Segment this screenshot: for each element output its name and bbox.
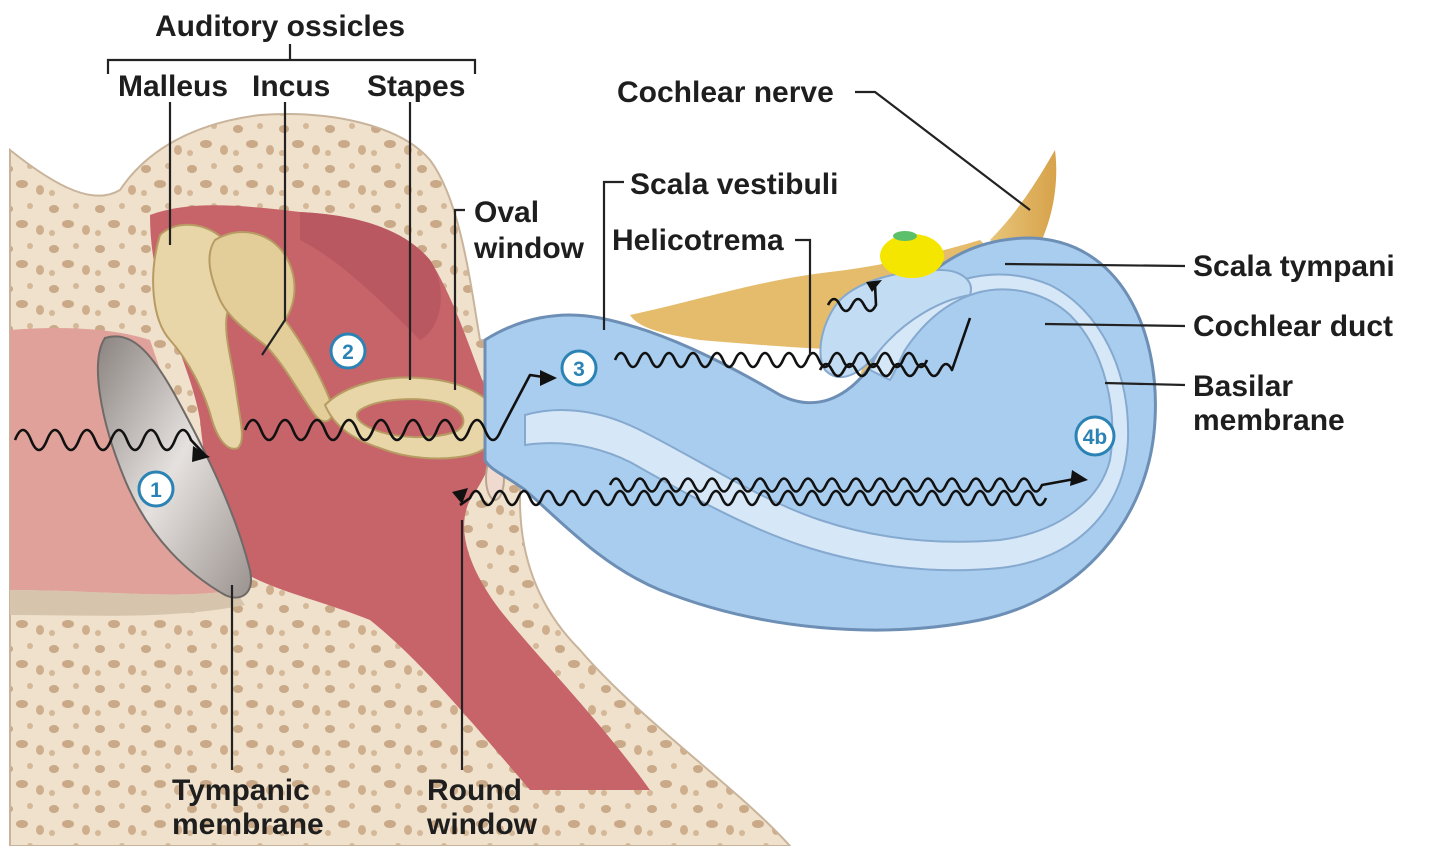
svg-text:2: 2 <box>342 341 354 364</box>
label-malleus: Malleus <box>118 70 228 103</box>
sound-wave-apex-arrow <box>866 280 882 292</box>
highlight-marker-edge <box>893 231 917 241</box>
label-scala-tympani: Scala tympani <box>1193 250 1395 283</box>
ossicles-bracket <box>106 44 477 74</box>
label-auditory-ossicles: Auditory ossicles <box>155 10 405 43</box>
highlight-marker <box>880 234 944 278</box>
label-round-window-line2: window <box>426 808 538 841</box>
label-oval-window-line1: Oval <box>474 196 539 229</box>
step-badge-3: 3 <box>560 349 598 387</box>
sound-wave-duct <box>608 476 1081 493</box>
label-tympanic-membrane-line1: Tympanic <box>172 774 310 807</box>
sound-wave-tympani-arrow <box>452 488 468 504</box>
label-round-window-line1: Round <box>427 774 522 807</box>
middle-ear-shadow <box>300 212 441 340</box>
label-stapes: Stapes <box>367 70 465 103</box>
sound-wave-outer-arrow <box>192 446 210 462</box>
helicotrema-leader <box>795 238 812 355</box>
cochlear-nerve-leader <box>855 90 1031 211</box>
label-cochlear-duct: Cochlear duct <box>1193 310 1393 343</box>
label-helicotrema: Helicotrema <box>612 224 784 257</box>
scala-tympani-leader <box>1004 262 1186 268</box>
incus-leader <box>261 102 287 356</box>
oval-window-leader <box>453 208 465 390</box>
cochlear-duct-shape <box>524 273 1130 572</box>
svg-text:4b: 4b <box>1083 426 1108 449</box>
label-scala-vestibuli: Scala vestibuli <box>630 168 838 201</box>
cochlear-duct-leader <box>1044 322 1186 328</box>
tympanic-membrane-shape <box>96 335 252 599</box>
cochlea-outer <box>483 236 1157 632</box>
ear-canal-lower-wall <box>10 590 245 616</box>
svg-text:1: 1 <box>150 479 162 502</box>
step-badge-1: 1 <box>137 470 175 508</box>
label-oval-window-line2: window <box>473 232 585 265</box>
ossicles <box>152 223 500 460</box>
label-basilar-membrane-line2: membrane <box>1193 404 1345 437</box>
label-tympanic-membrane-line2: membrane <box>172 808 324 841</box>
basilar-membrane-leader <box>1104 381 1186 387</box>
sound-wave-outer <box>13 428 206 456</box>
sound-wave-duct-arrow <box>1070 470 1088 486</box>
step-badge-4b: 4b <box>1074 415 1116 457</box>
step-badge-2: 2 <box>329 332 367 370</box>
sound-wave-tympani <box>459 489 1048 507</box>
label-cochlear-nerve: Cochlear nerve <box>617 76 834 109</box>
sound-wave-middle <box>243 373 551 442</box>
sound-wave-helicotrema <box>818 317 972 378</box>
label-basilar-membrane-line1: Basilar <box>1193 370 1293 403</box>
sound-wave-middle-arrow <box>540 370 557 386</box>
label-incus: Incus <box>252 70 330 103</box>
sound-wave-apex <box>826 284 878 313</box>
svg-text:3: 3 <box>573 358 585 381</box>
scala-vestibuli-leader <box>602 180 624 330</box>
